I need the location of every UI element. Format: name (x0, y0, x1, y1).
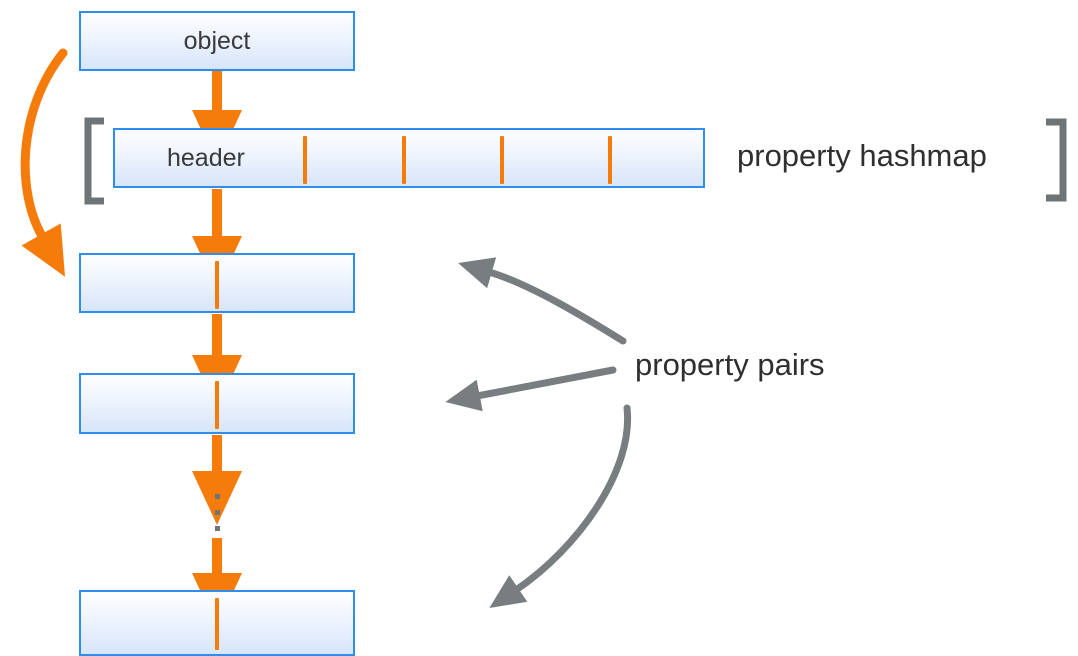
property-pair-divider-2 (215, 381, 219, 429)
property-pair-divider-n (215, 598, 219, 650)
property-hashmap-label: property hashmap (737, 138, 987, 173)
hashmap-tick-4 (608, 136, 612, 184)
arrow-object-to-pair1-curve (20, 48, 68, 277)
property-pair-divider-1 (215, 261, 219, 309)
hashmap-tick-3 (500, 136, 504, 184)
property-pair-box-n[interactable] (79, 590, 355, 656)
arrow-pairs-to-pair1 (458, 257, 627, 345)
hashmap-tick-1 (303, 136, 307, 184)
property-pair-box-2[interactable] (79, 373, 355, 434)
right-square-bracket (1046, 118, 1067, 202)
gray-callout-arrows (445, 257, 632, 609)
property-pair-box-1[interactable] (79, 253, 355, 313)
object-box-label: object (183, 26, 251, 55)
left-square-bracket (84, 117, 104, 205)
ellipsis-dot-1 (215, 494, 220, 499)
property-hashmap-box[interactable]: header (113, 128, 705, 188)
object-box[interactable]: object (79, 11, 355, 71)
arrow-pairs-to-pair2 (445, 366, 617, 412)
property-pairs-label: property pairs (635, 347, 825, 382)
header-label: header (167, 143, 245, 172)
hashmap-tick-2 (402, 136, 406, 184)
ellipsis-dot-3 (215, 526, 220, 531)
arrow-pairs-to-pairn (489, 404, 632, 609)
ellipsis-dot-2 (215, 510, 220, 515)
